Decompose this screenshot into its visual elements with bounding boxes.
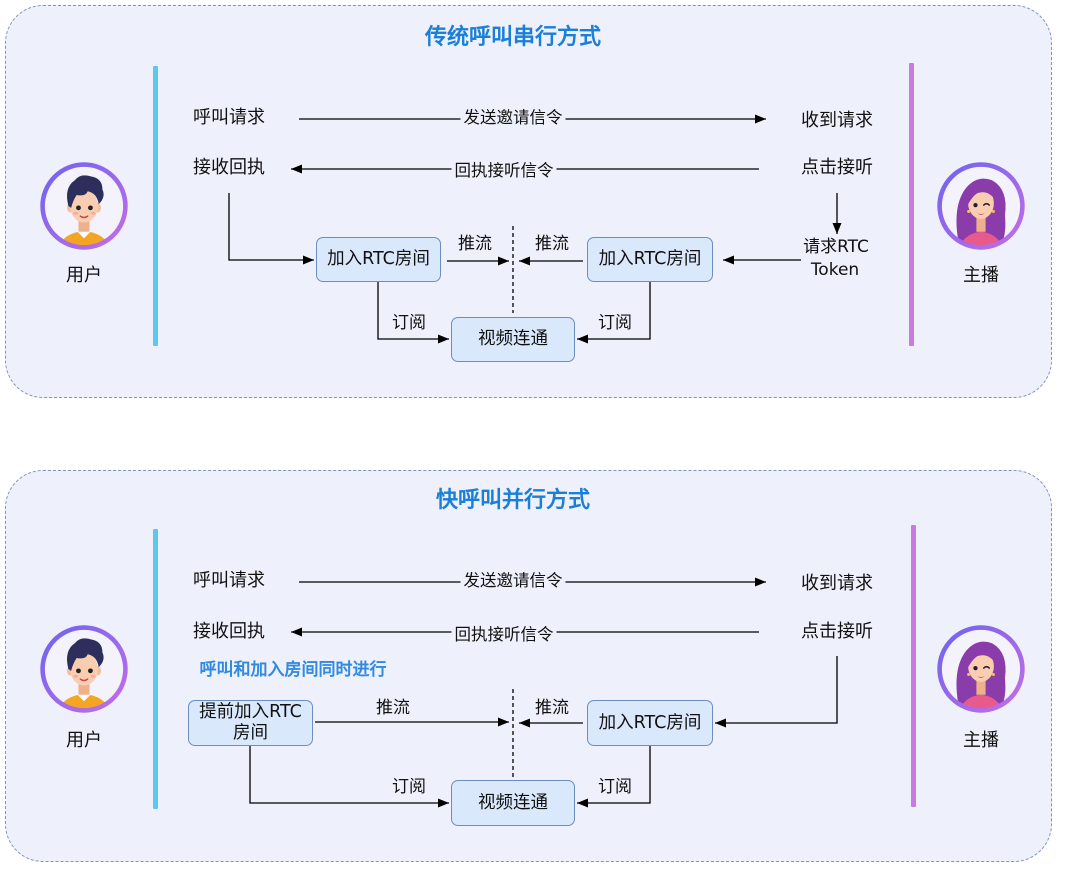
- host-avatar-icon: [937, 162, 1025, 250]
- user-avatar: [38, 160, 130, 252]
- panel-title: 传统呼叫串行方式: [424, 24, 602, 50]
- request-token-label-line2: Token: [810, 259, 860, 280]
- user-lifeline: [153, 529, 158, 809]
- receive-request-label: 收到请求: [801, 573, 873, 595]
- answer-to-join-arrow: [715, 656, 838, 728]
- invite-signal-label: 发送邀请信令: [460, 108, 566, 128]
- user-label: 用户: [66, 265, 102, 287]
- video-connected-node: 视频连通: [451, 780, 575, 826]
- user-push-label: 推流: [376, 697, 410, 718]
- host-avatar-icon: [937, 625, 1025, 713]
- user-join-room-text: 加入RTC房间: [327, 249, 430, 269]
- host-avatar: [935, 623, 1027, 715]
- video-connected-node: 视频连通: [451, 317, 575, 362]
- host-label: 主播: [963, 730, 999, 752]
- receive-receipt-label: 接收回执: [193, 157, 265, 179]
- user-label: 用户: [66, 730, 102, 752]
- user-avatar: [38, 623, 130, 715]
- request-token-label-line1: 请求RTC: [803, 236, 869, 257]
- video-connected-text: 视频连通: [478, 792, 548, 813]
- click-answer-label: 点击接听: [801, 157, 873, 179]
- host-subscribe-label: 订阅: [598, 312, 632, 333]
- receipt-to-join-arrow: [228, 193, 314, 265]
- user-join-room-node: 加入RTC房间: [316, 237, 441, 282]
- host-subscribe-arrow: [577, 746, 651, 808]
- serial-call-panel: 传统呼叫串行方式: [5, 5, 1052, 398]
- invite-signal-label: 发送邀请信令: [460, 571, 566, 591]
- user-subscribe-label: 订阅: [392, 312, 426, 333]
- user-avatar-icon: [40, 162, 128, 250]
- host-join-room-text: 加入RTC房间: [598, 249, 702, 269]
- host-subscribe-label: 订阅: [598, 776, 632, 797]
- call-request-label: 呼叫请求: [193, 570, 265, 592]
- call-request-label: 呼叫请求: [193, 107, 265, 129]
- host-push-label: 推流: [535, 233, 569, 254]
- user-early-join-room-text-line1: 提前加入RTC: [199, 702, 302, 722]
- host-lifeline: [911, 525, 916, 807]
- user-subscribe-arrow: [249, 746, 449, 808]
- user-subscribe-arrow: [377, 282, 449, 344]
- user-subscribe-label: 订阅: [392, 776, 426, 797]
- parallel-call-panel: 快呼叫并行方式: [5, 470, 1052, 862]
- user-push-label: 推流: [458, 233, 492, 254]
- user-early-join-room-text-line2: 房间: [233, 723, 268, 743]
- click-answer-label: 点击接听: [801, 621, 873, 643]
- host-join-room-node: 加入RTC房间: [587, 237, 713, 282]
- host-join-room-node: 加入RTC房间: [587, 700, 713, 746]
- user-early-join-room-node: 提前加入RTC 房间: [188, 700, 313, 746]
- answer-signal-label: 回执接听信令: [451, 625, 557, 645]
- host-subscribe-arrow: [577, 282, 651, 344]
- host-push-label: 推流: [535, 697, 569, 718]
- host-label: 主播: [963, 265, 999, 287]
- user-avatar-icon: [40, 625, 128, 713]
- user-lifeline: [153, 66, 158, 346]
- panel-title: 快呼叫并行方式: [435, 487, 591, 513]
- host-avatar: [935, 160, 1027, 252]
- host-lifeline: [909, 63, 914, 346]
- receive-request-label: 收到请求: [801, 110, 873, 132]
- parallel-note: 呼叫和加入房间同时进行: [199, 659, 387, 680]
- video-connected-text: 视频连通: [478, 329, 548, 349]
- receive-receipt-label: 接收回执: [193, 621, 265, 643]
- answer-signal-label: 回执接听信令: [451, 161, 557, 181]
- host-join-room-text: 加入RTC房间: [598, 712, 702, 733]
